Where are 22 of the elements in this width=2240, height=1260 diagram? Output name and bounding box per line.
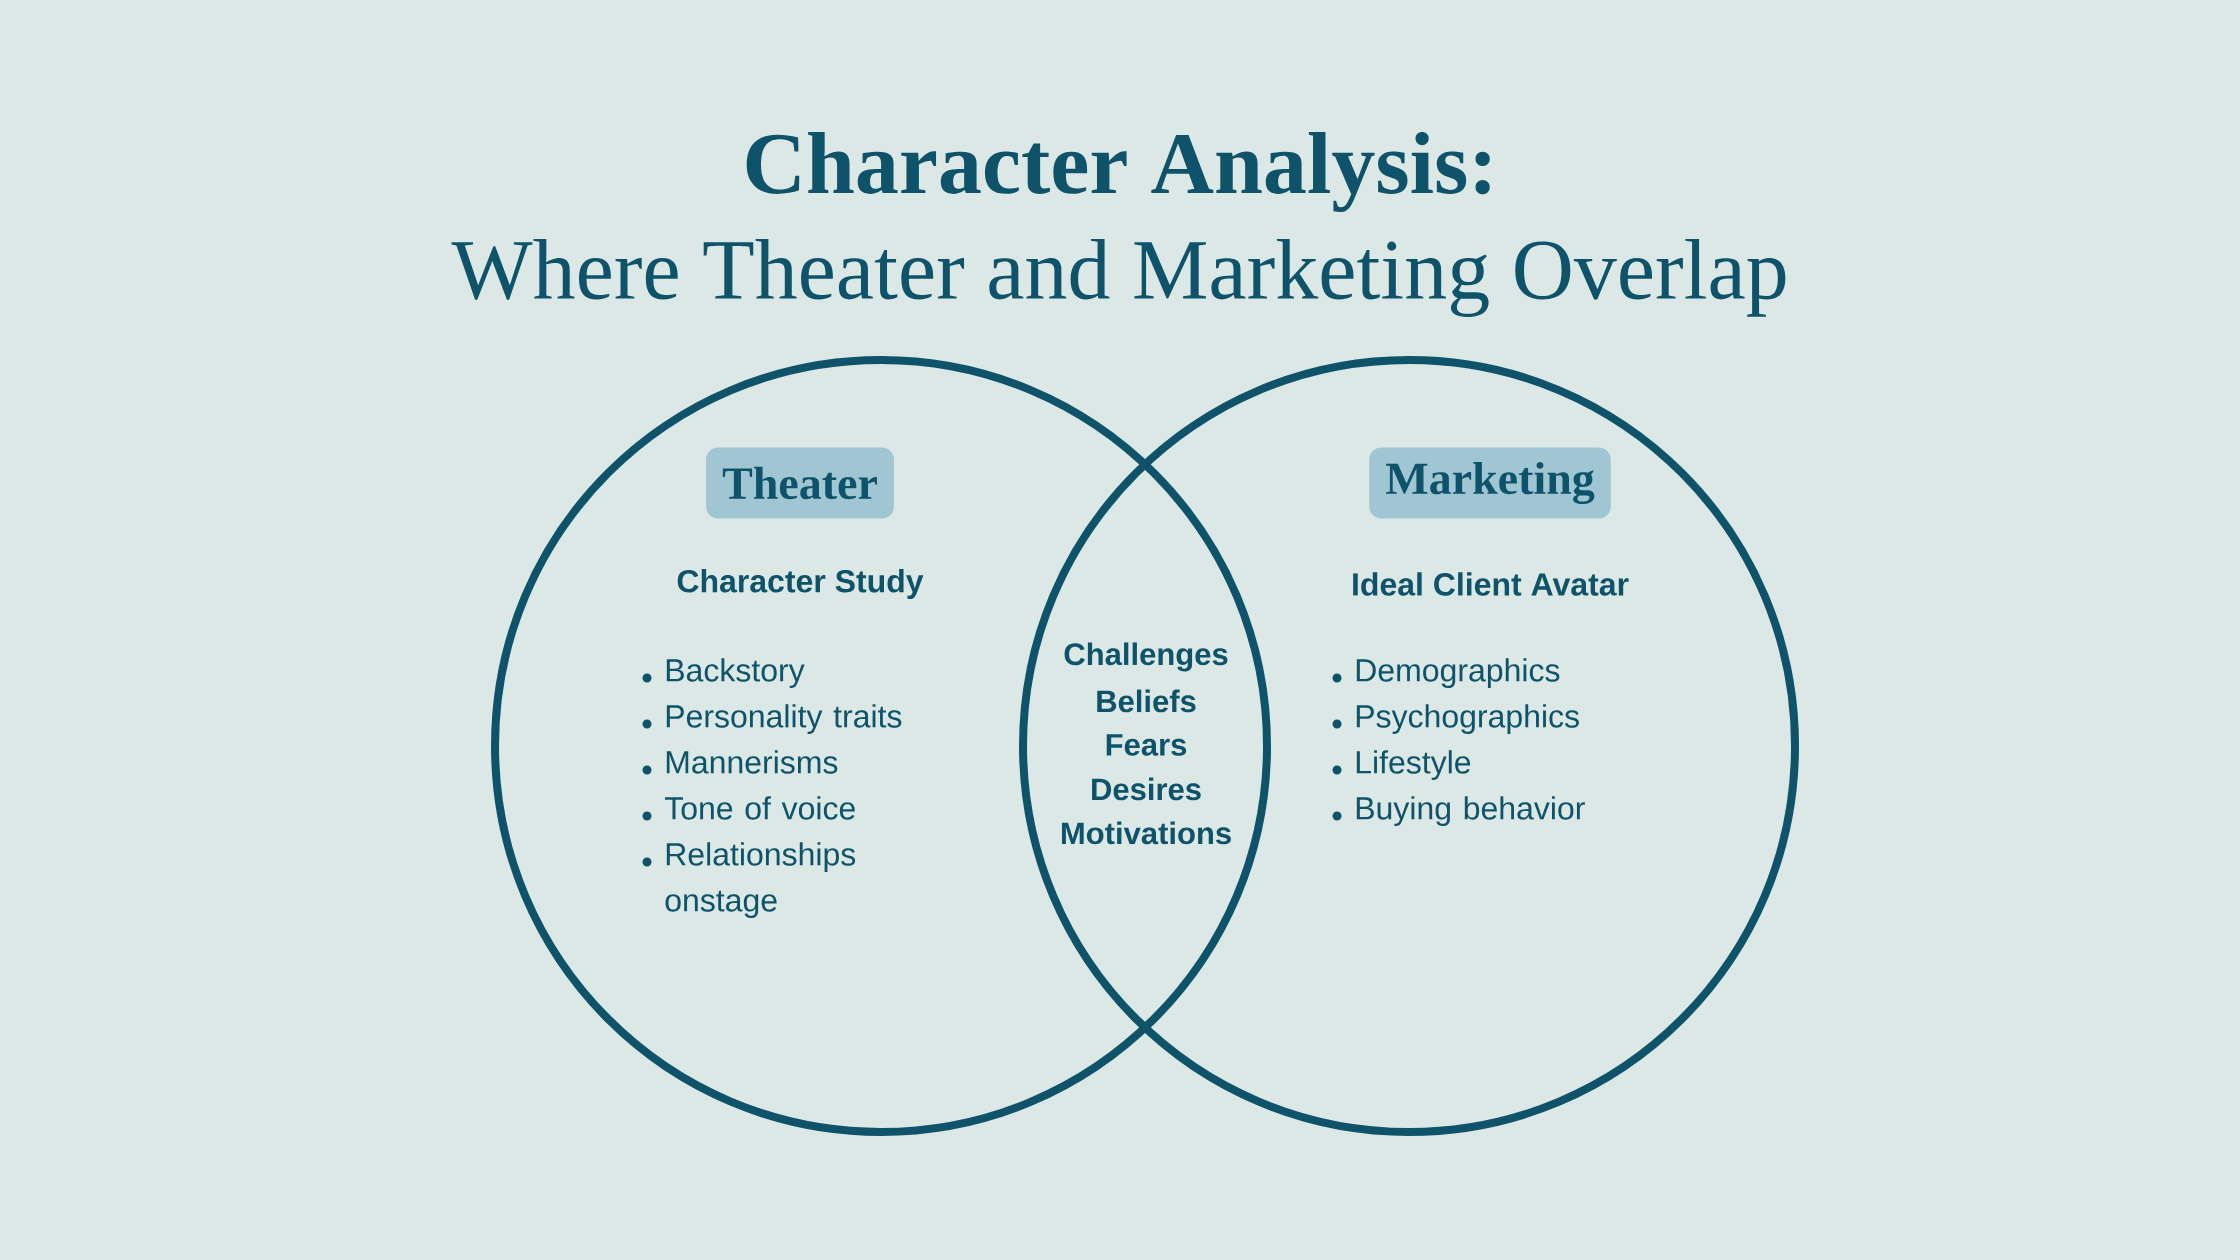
- bullet-item: Mannerisms: [642, 750, 838, 775]
- overlap-word: Beliefs: [1097, 689, 1196, 713]
- bullet-item: Tone of voice: [642, 796, 855, 821]
- overlap-word: Desires: [1092, 777, 1201, 801]
- bullet-item: Buying behavior: [1332, 796, 1585, 826]
- bullet-item: Lifestyle: [1332, 750, 1471, 780]
- tag-box: Theater: [706, 447, 894, 519]
- overlap-word: Challenges: [1064, 642, 1228, 672]
- title: Character Analysis:: [746, 131, 1490, 212]
- bullet-item: Psychographics: [1332, 704, 1579, 734]
- overlap-word: Fears: [1106, 734, 1187, 756]
- tag-box: Marketing: [1369, 447, 1611, 519]
- heading: Ideal Client Avatar: [1353, 572, 1629, 596]
- bullet-item: Backstory: [642, 658, 805, 688]
- overlap-word: Motivations: [1061, 821, 1231, 845]
- venn-circle: [491, 356, 1271, 1136]
- bullet-item: Demographics: [1332, 658, 1560, 688]
- venn-circle: [1019, 356, 1799, 1136]
- bullet-item: Relationships onstage: [642, 842, 856, 918]
- subtitle: Where Theater and Marketing Overlap: [451, 238, 1786, 318]
- bullet-item: Personality traits: [642, 704, 902, 734]
- heading: Character Study: [677, 569, 924, 599]
